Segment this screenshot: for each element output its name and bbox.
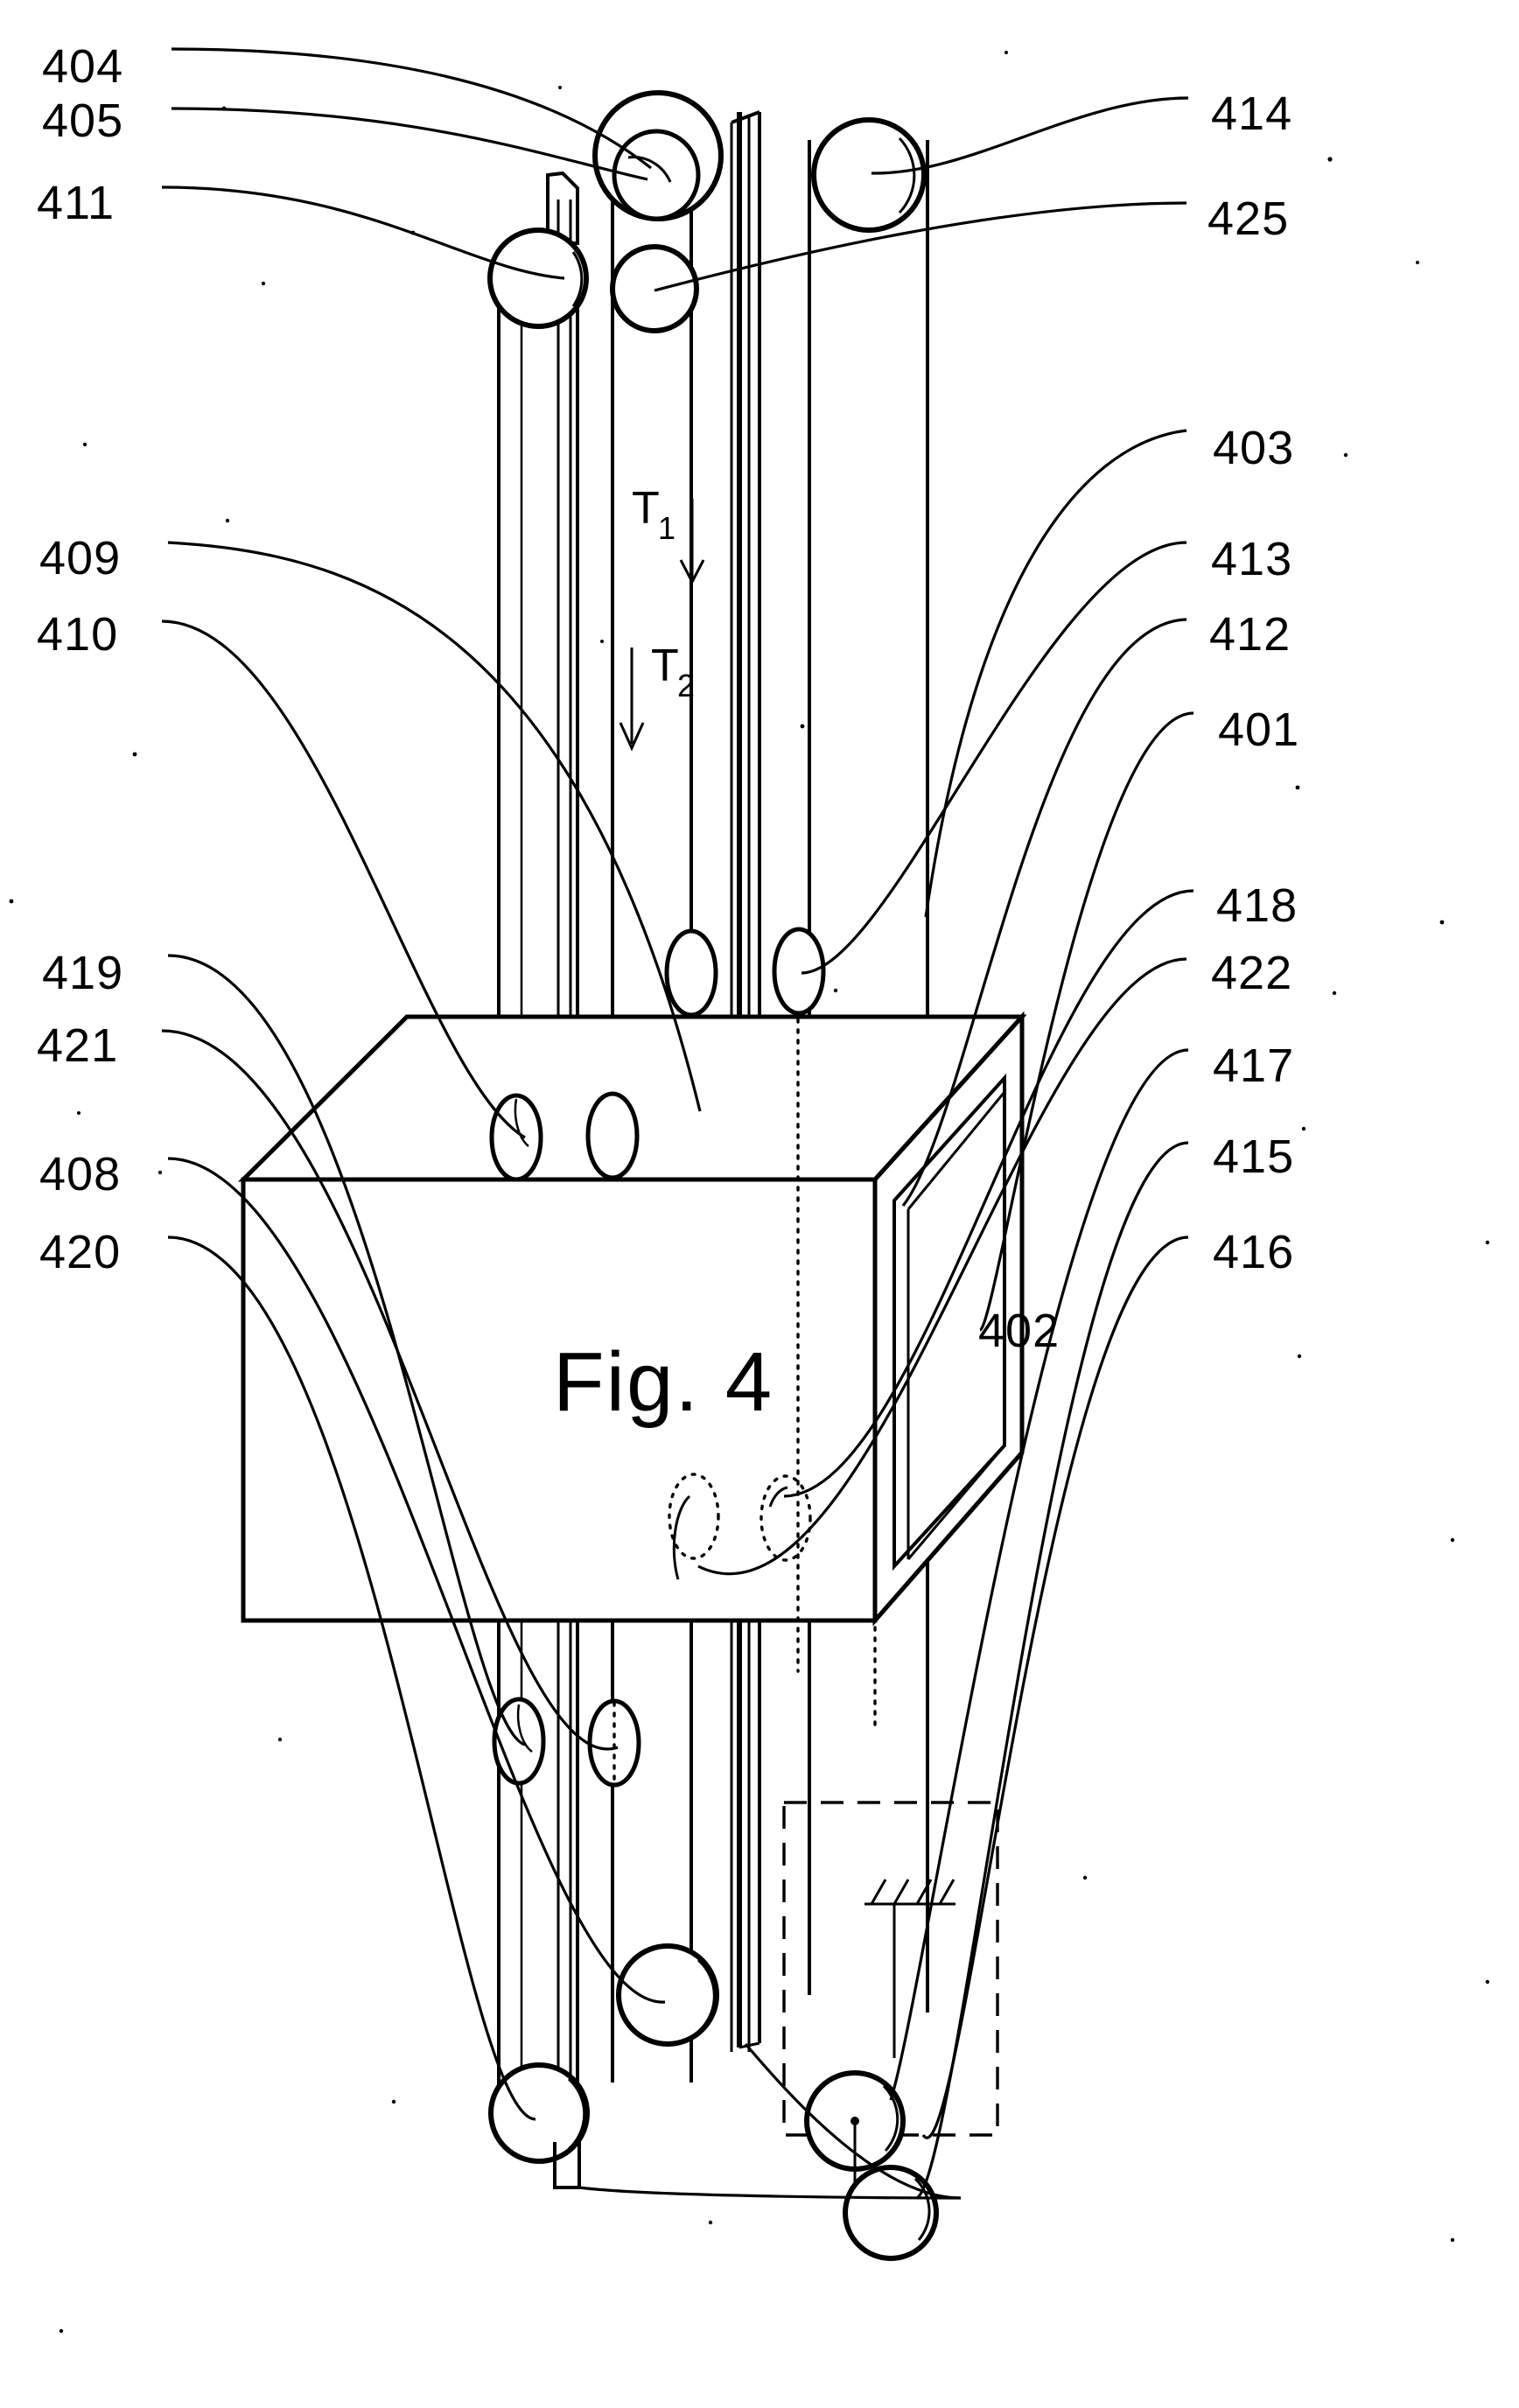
ref-412: 412 <box>1209 608 1291 661</box>
ref-417: 417 <box>1213 1040 1294 1092</box>
lower-roller-group <box>492 1697 641 1788</box>
reference-numerals-right: 414 425 403 413 412 401 418 422 417 415 … <box>1208 88 1299 1278</box>
roller-410 <box>489 1093 543 1182</box>
ref-411: 411 <box>37 177 115 229</box>
t2-subscript: 2 <box>677 668 695 704</box>
leader-408 <box>167 1157 666 2004</box>
leader-411 <box>161 186 565 280</box>
leader-425 <box>654 201 1187 292</box>
leader-421 <box>161 1029 619 1751</box>
top-roller-group <box>487 90 927 333</box>
roller-409-upper <box>664 928 718 1018</box>
roller-420 <box>488 2062 590 2164</box>
figure-caption: Fig. 4 <box>553 1335 774 1429</box>
tension-arrow-T1 <box>679 499 705 585</box>
leader-412 <box>901 618 1187 1207</box>
ref-409: 409 <box>39 532 121 584</box>
roller-414 <box>811 117 927 233</box>
ref-422: 422 <box>1211 947 1292 999</box>
leader-403 <box>924 429 1187 918</box>
ref-418: 418 <box>1216 879 1298 932</box>
roller-408 <box>616 1943 719 2047</box>
roller-405 <box>612 129 701 221</box>
mid-roller-group <box>664 927 826 1018</box>
leader-416 <box>921 1236 1189 2139</box>
ref-419: 419 <box>42 947 123 999</box>
tension-label-T1: T 1 <box>632 483 676 546</box>
leader-420 <box>167 1236 536 2121</box>
tension-label-T2: T 2 <box>651 640 695 704</box>
ref-405: 405 <box>42 94 123 147</box>
ref-401: 401 <box>1218 704 1299 756</box>
reference-numerals-bottom: 402 <box>978 1305 1060 1357</box>
bottom-roller-group <box>488 1943 719 2189</box>
leader-422 <box>697 957 1187 1576</box>
roller-418-hidden <box>760 1474 812 1562</box>
ground-hatch-symbol <box>864 1879 956 1906</box>
leader-401 <box>978 711 1194 1332</box>
roller-409 <box>585 1091 640 1180</box>
ref-402: 402 <box>978 1305 1060 1357</box>
ref-413: 413 <box>1211 533 1292 585</box>
ref-404: 404 <box>42 40 123 93</box>
roller-411 <box>487 228 589 329</box>
roller-415 <box>843 2165 939 2261</box>
roller-425 <box>610 244 699 333</box>
leader-413 <box>801 541 1187 975</box>
leader-402-b <box>744 2042 962 2200</box>
leader-409 <box>167 541 702 1112</box>
t1-subscript: 1 <box>658 510 676 546</box>
leader-405 <box>171 107 648 181</box>
t1-base: T <box>632 483 660 534</box>
leader-410 <box>161 620 526 1139</box>
leader-404 <box>171 47 652 170</box>
leader-418 <box>783 889 1194 1498</box>
ref-420: 420 <box>39 1226 121 1278</box>
roller-422-hidden <box>668 1473 720 1560</box>
leader-417 <box>889 1048 1189 2101</box>
leader-lines <box>161 47 1194 2200</box>
tensioner-assembly-416 <box>782 1801 999 2261</box>
leader-414 <box>871 96 1189 175</box>
ref-410: 410 <box>37 608 118 661</box>
ref-416: 416 <box>1213 1226 1294 1278</box>
leader-415 <box>915 1141 1189 2200</box>
ref-425: 425 <box>1208 192 1289 245</box>
housing-box-401 <box>237 1011 1027 1730</box>
tension-arrow-T2 <box>619 648 645 752</box>
ref-403: 403 <box>1213 422 1294 474</box>
roller-413 <box>772 927 826 1016</box>
ref-414: 414 <box>1211 88 1292 140</box>
ref-421: 421 <box>37 1019 118 1072</box>
reference-numerals-left: 404 405 411 409 410 419 421 408 420 <box>37 40 123 1278</box>
t2-base: T <box>651 640 679 691</box>
leader-402-a <box>578 2186 962 2200</box>
ref-408: 408 <box>39 1148 121 1200</box>
ref-415: 415 <box>1213 1130 1294 1183</box>
